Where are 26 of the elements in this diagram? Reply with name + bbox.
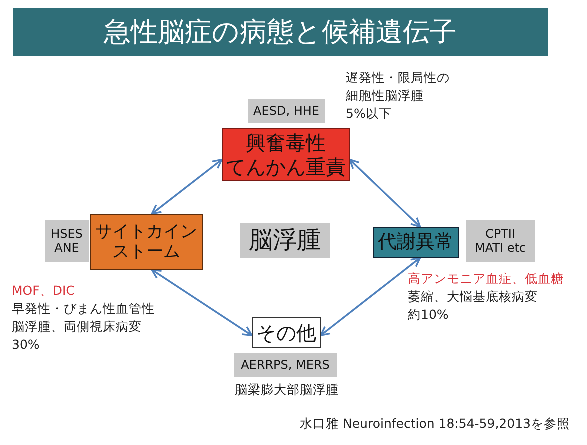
arrow (151, 269, 253, 336)
annotation-text: 5%以下 (346, 106, 392, 122)
category-box: その他 (252, 317, 321, 348)
arrow (151, 158, 223, 215)
annotation-text: 約10% (408, 307, 449, 323)
annotation-text: 高アンモニア血症、低血糖 (408, 271, 564, 287)
title-banner: 急性脳症の病態と候補遺伝子 (13, 8, 548, 56)
disease-tag: AERRPS, MERS (234, 353, 337, 377)
annotation-text: 早発性・びまん性血管性 (12, 301, 155, 317)
disease-tag: CPTII MATI etc (466, 220, 535, 262)
arrow (349, 158, 422, 228)
annotation-text: 遅発性・限局性の (346, 70, 450, 86)
annotation-text: 脳梁膨大部脳浮腫 (234, 382, 340, 398)
category-box: サイトカインストーム (90, 214, 203, 270)
disease-tag: AESD, HHE (248, 99, 325, 123)
annotation-text: MOF、DIC (12, 283, 75, 299)
citation-text: 水口雅 Neuroinfection 18:54-59,2013を参照 (300, 416, 570, 432)
disease-tag: HSES ANE (45, 220, 89, 262)
category-box: 代謝異常 (373, 227, 459, 258)
annotation-text: 脳浮腫、両側視床病変 (12, 319, 142, 335)
annotation-text: 萎縮、大悩基底核病変 (408, 289, 538, 305)
category-box: 興奮毒性てんかん重責 (222, 128, 350, 181)
annotation-text: 細胞性脳浮腫 (346, 88, 424, 104)
center-label-box: 脳浮腫 (240, 223, 330, 258)
annotation-text: 30% (12, 337, 40, 353)
arrow (320, 257, 422, 336)
